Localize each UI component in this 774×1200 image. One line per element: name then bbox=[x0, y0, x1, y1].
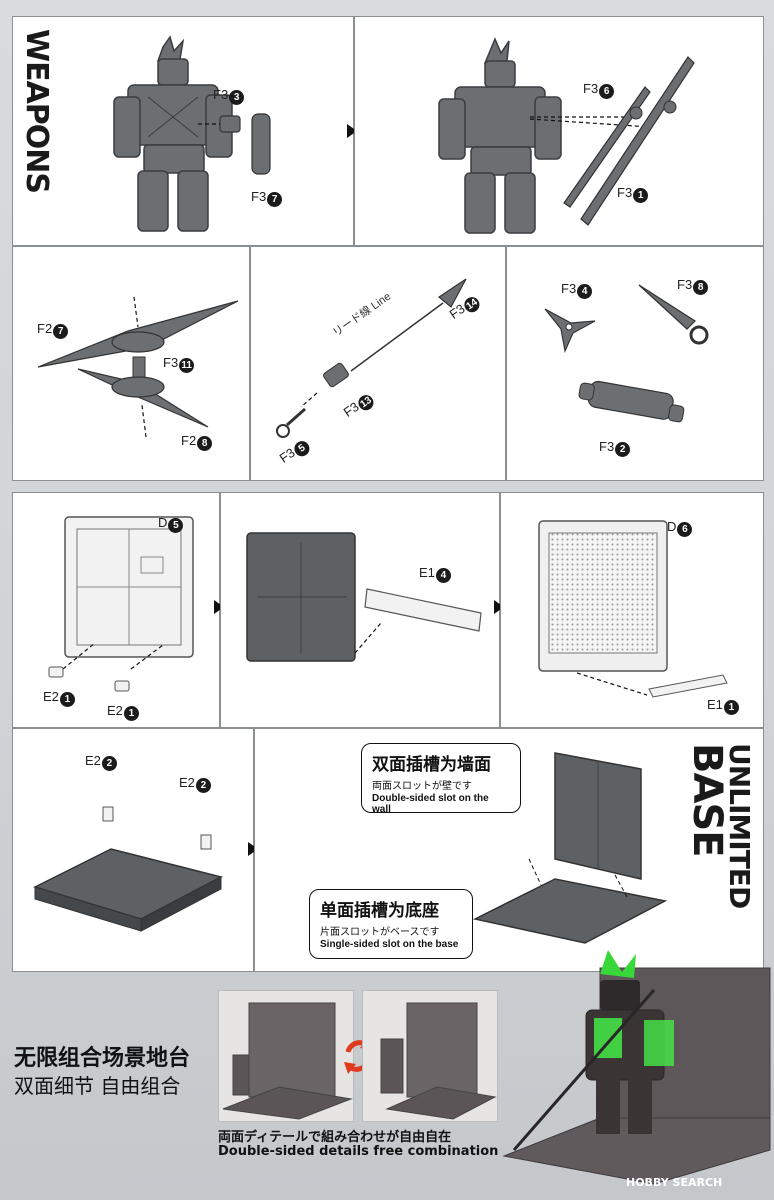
step-arrow-icon bbox=[494, 600, 504, 614]
robot-figure-1 bbox=[113, 35, 233, 232]
caption-en: Double-sided details free combination bbox=[218, 1144, 499, 1159]
bottom-title-zh: 无限组合场景地台 bbox=[14, 1046, 191, 1071]
step-arrow-icon bbox=[214, 600, 224, 614]
photo-left bbox=[218, 990, 354, 1122]
step-arrow-icon bbox=[347, 124, 357, 138]
small-joint-part bbox=[198, 113, 271, 175]
callout-wall-zh: 双面插槽为墙面 bbox=[372, 755, 491, 775]
bottom-rail bbox=[576, 672, 728, 698]
callout-base: 单面插槽为底座 片面スロットがベースです Single-sided slot o… bbox=[309, 889, 473, 959]
clip-arrows bbox=[48, 642, 164, 692]
assembled-base bbox=[472, 752, 668, 944]
wall-dark-part bbox=[246, 532, 356, 662]
weapons-title: WEAPONS bbox=[19, 29, 54, 194]
step-arrow-icon bbox=[248, 842, 258, 856]
callout-wall-ja: 両面スロットが壁です bbox=[372, 781, 472, 792]
photo-right bbox=[362, 990, 498, 1122]
bottom-subtitle-zh: 双面细节 自由组合 bbox=[14, 1074, 181, 1098]
floor-plate bbox=[32, 806, 224, 932]
spear-and-line bbox=[276, 278, 467, 438]
base-title-line2: BASE bbox=[684, 743, 730, 857]
callout-base-ja: 片面スロットがベースです bbox=[320, 927, 440, 938]
callout-wall-en: Double-sided slot on the wall bbox=[372, 793, 489, 815]
callout-base-zh: 单面插槽为底座 bbox=[320, 901, 439, 921]
base-title-line1: UNLIMITED bbox=[723, 743, 756, 909]
product-photo bbox=[502, 950, 771, 1185]
watermark: HOBBY SEARCH bbox=[626, 1176, 723, 1189]
callout-wall: 双面插槽为墙面 両面スロットが壁です Double-sided slot on … bbox=[361, 743, 521, 815]
connector-bar bbox=[354, 588, 482, 654]
photo-right-shape bbox=[380, 1002, 497, 1120]
callout-base-en: Single-sided slot on the base bbox=[320, 939, 459, 950]
robot-figure-2 bbox=[438, 37, 562, 234]
shuriken-blades bbox=[37, 296, 239, 438]
weapons-panel-spear: リード線 Line F314 F313 F35 bbox=[250, 246, 506, 481]
katana-swords bbox=[529, 56, 695, 226]
throwing-star bbox=[544, 308, 596, 354]
wall-part-d5 bbox=[64, 516, 194, 658]
mesh-wall-part bbox=[538, 520, 668, 672]
kunai bbox=[638, 284, 709, 345]
caption-ja: 両面ディテールで組み合わせが自由自在 bbox=[218, 1130, 452, 1145]
base-panel-combined: 双面插槽为墙面 両面スロットが壁です Double-sided slot on … bbox=[254, 728, 764, 972]
handle-cylinder bbox=[578, 380, 685, 423]
photo-left-shape bbox=[222, 1002, 353, 1120]
